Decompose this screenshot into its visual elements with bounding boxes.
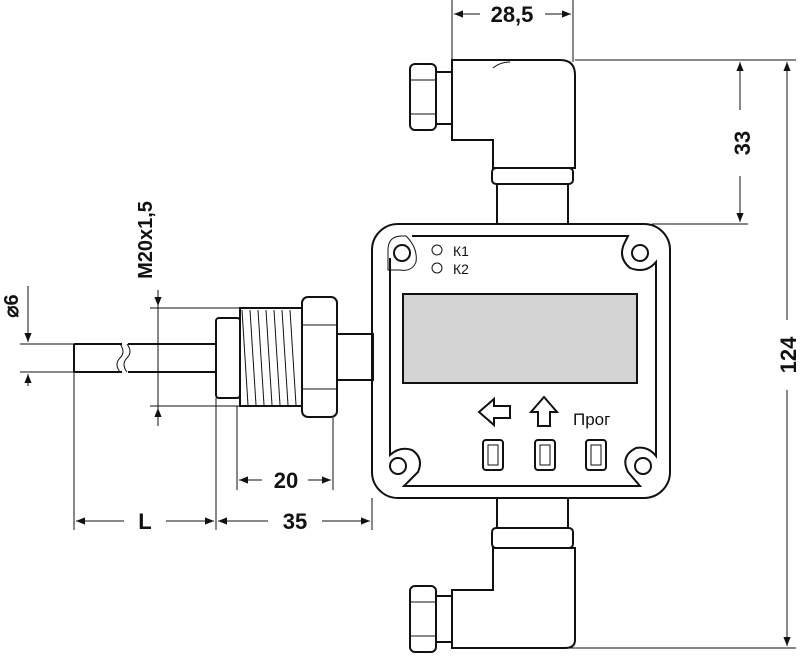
- dim-thread-length: 20: [274, 468, 298, 493]
- screw-top-right: [631, 244, 649, 262]
- dimension-lines: [20, 0, 796, 649]
- screw-bottom-left: [389, 457, 407, 475]
- top-hex-nut: [409, 63, 437, 131]
- prog-label: Прог: [573, 410, 610, 429]
- dim-probe-length: L: [138, 509, 151, 534]
- prog-button[interactable]: [585, 439, 607, 471]
- probe-assembly: [73, 296, 374, 418]
- led-k2: [431, 262, 443, 274]
- screw-top-left: [393, 244, 411, 262]
- top-cable-gland: [409, 59, 576, 224]
- screw-bottom-right: [634, 457, 652, 475]
- dim-fitting-height: 33: [730, 131, 755, 155]
- led-k1-label: К1: [453, 243, 469, 259]
- arrow-left-icon: [477, 396, 511, 428]
- dim-total-height: 124: [776, 336, 800, 373]
- lcd-display: [402, 293, 638, 384]
- dim-mount-length: 35: [283, 509, 307, 534]
- bottom-hex-nut: [409, 585, 437, 653]
- dim-top-width: 28,5: [491, 2, 534, 27]
- led-k2-label: К2: [453, 261, 469, 277]
- instrument-housing: К1 К2 Прог: [371, 223, 671, 499]
- arrow-up-icon: [528, 395, 560, 427]
- dim-probe-diameter: ⌀6: [1, 294, 23, 317]
- dim-thread-spec: M20x1,5: [135, 201, 157, 279]
- led-k1: [431, 244, 443, 256]
- bottom-cable-gland: [409, 498, 576, 653]
- up-button[interactable]: [534, 439, 556, 471]
- left-button[interactable]: [482, 439, 504, 471]
